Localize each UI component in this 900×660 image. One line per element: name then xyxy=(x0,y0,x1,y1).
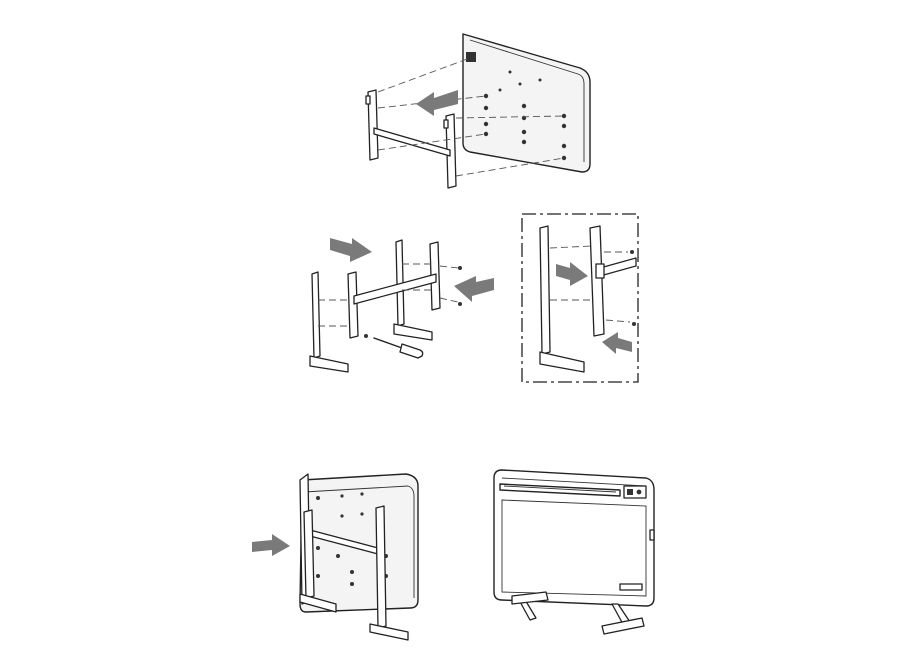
support-frame xyxy=(365,89,457,189)
arrow-icon xyxy=(330,238,372,262)
arrow-icon xyxy=(252,534,290,556)
arrow-icon xyxy=(416,90,458,116)
leg-left xyxy=(511,591,549,621)
label-plate-icon xyxy=(466,52,476,62)
leg-right xyxy=(601,603,645,635)
leg-left xyxy=(309,271,349,373)
detail-bracket xyxy=(589,225,637,337)
arrow-icon xyxy=(454,276,494,302)
heater-rear-panel-top xyxy=(462,33,591,173)
screwdriver-icon xyxy=(373,337,424,359)
step-2-detail-box xyxy=(521,213,639,383)
arrow-icon xyxy=(556,262,588,286)
leg-right xyxy=(369,505,409,641)
screw-icon xyxy=(364,266,462,338)
brand-badge xyxy=(619,583,643,591)
leg-left xyxy=(299,509,337,613)
arrow-icon xyxy=(602,332,632,354)
mounting-holes xyxy=(483,70,567,161)
detail-leg xyxy=(539,225,585,373)
air-grille xyxy=(499,483,621,497)
step-1-frame-to-heater xyxy=(365,33,591,189)
thermostat-display-icon xyxy=(627,489,633,495)
control-panel xyxy=(623,485,647,499)
step-4-finished-heater xyxy=(493,469,655,635)
step-2-leg-assembly xyxy=(309,238,494,373)
step-3-panel-on-legs xyxy=(252,473,419,641)
power-switch-icon xyxy=(649,529,655,541)
